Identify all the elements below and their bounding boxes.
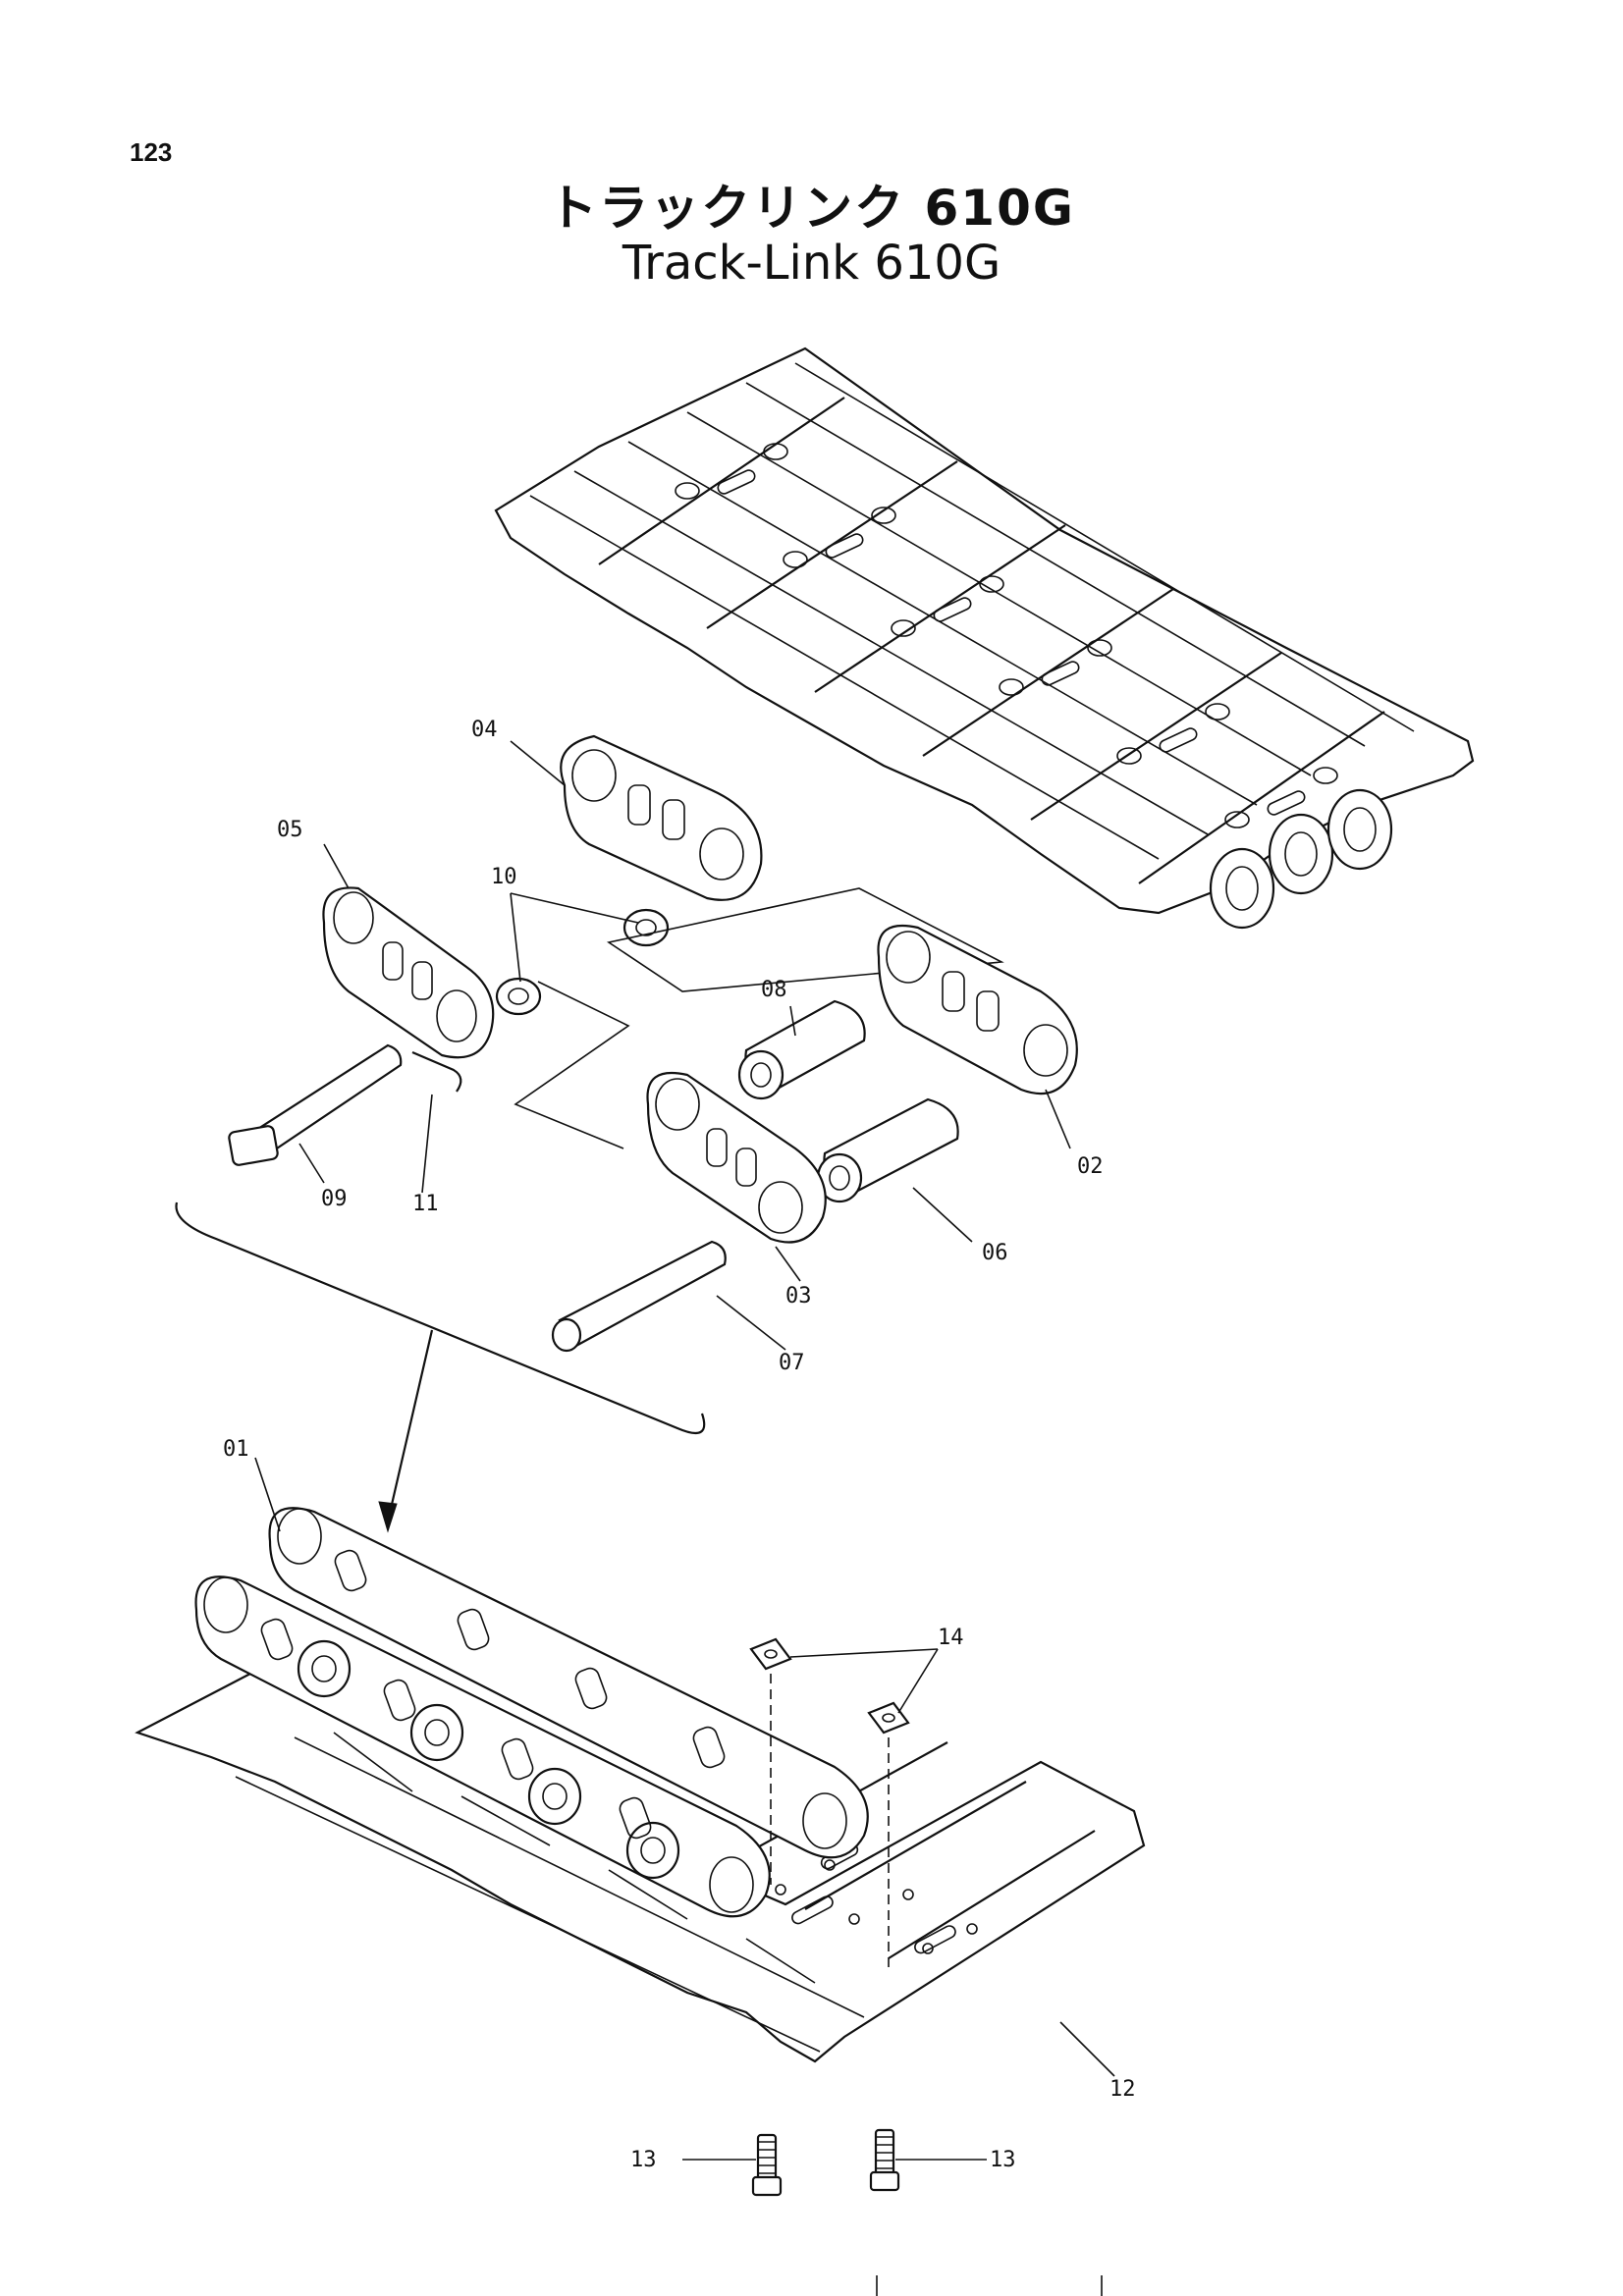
callout-09: 09 <box>321 1187 348 1211</box>
assembled-track-illustration <box>135 1507 1146 2197</box>
callout-04: 04 <box>471 718 498 742</box>
footer-scan-marks <box>876 2275 1103 2296</box>
callout-13-right: 13 <box>990 2148 1016 2172</box>
callout-03: 03 <box>785 1284 812 1308</box>
callout-02: 02 <box>1077 1154 1104 1179</box>
page-title-japanese: トラックリンク 610G <box>548 180 1075 237</box>
callout-14: 14 <box>938 1626 964 1650</box>
callout-11: 11 <box>412 1192 439 1216</box>
callout-10: 10 <box>491 865 517 889</box>
callout-labels: 01 02 03 04 05 06 07 08 09 10 11 12 13 1… <box>223 718 1136 2172</box>
track-shoe-assembly-illustration <box>494 347 1475 930</box>
callout-06: 06 <box>982 1241 1008 1265</box>
page-title-english: Track-Link 610G <box>622 236 1001 291</box>
callout-07: 07 <box>779 1351 805 1375</box>
callout-13-left: 13 <box>630 2148 657 2172</box>
page-number: 123 <box>130 137 173 167</box>
callout-01: 01 <box>223 1437 249 1462</box>
callout-12: 12 <box>1109 2077 1136 2102</box>
callout-05: 05 <box>277 818 303 842</box>
callout-08: 08 <box>761 978 787 1002</box>
leader-lines <box>254 740 1115 2161</box>
exploded-link-parts-illustration <box>175 734 1078 1533</box>
